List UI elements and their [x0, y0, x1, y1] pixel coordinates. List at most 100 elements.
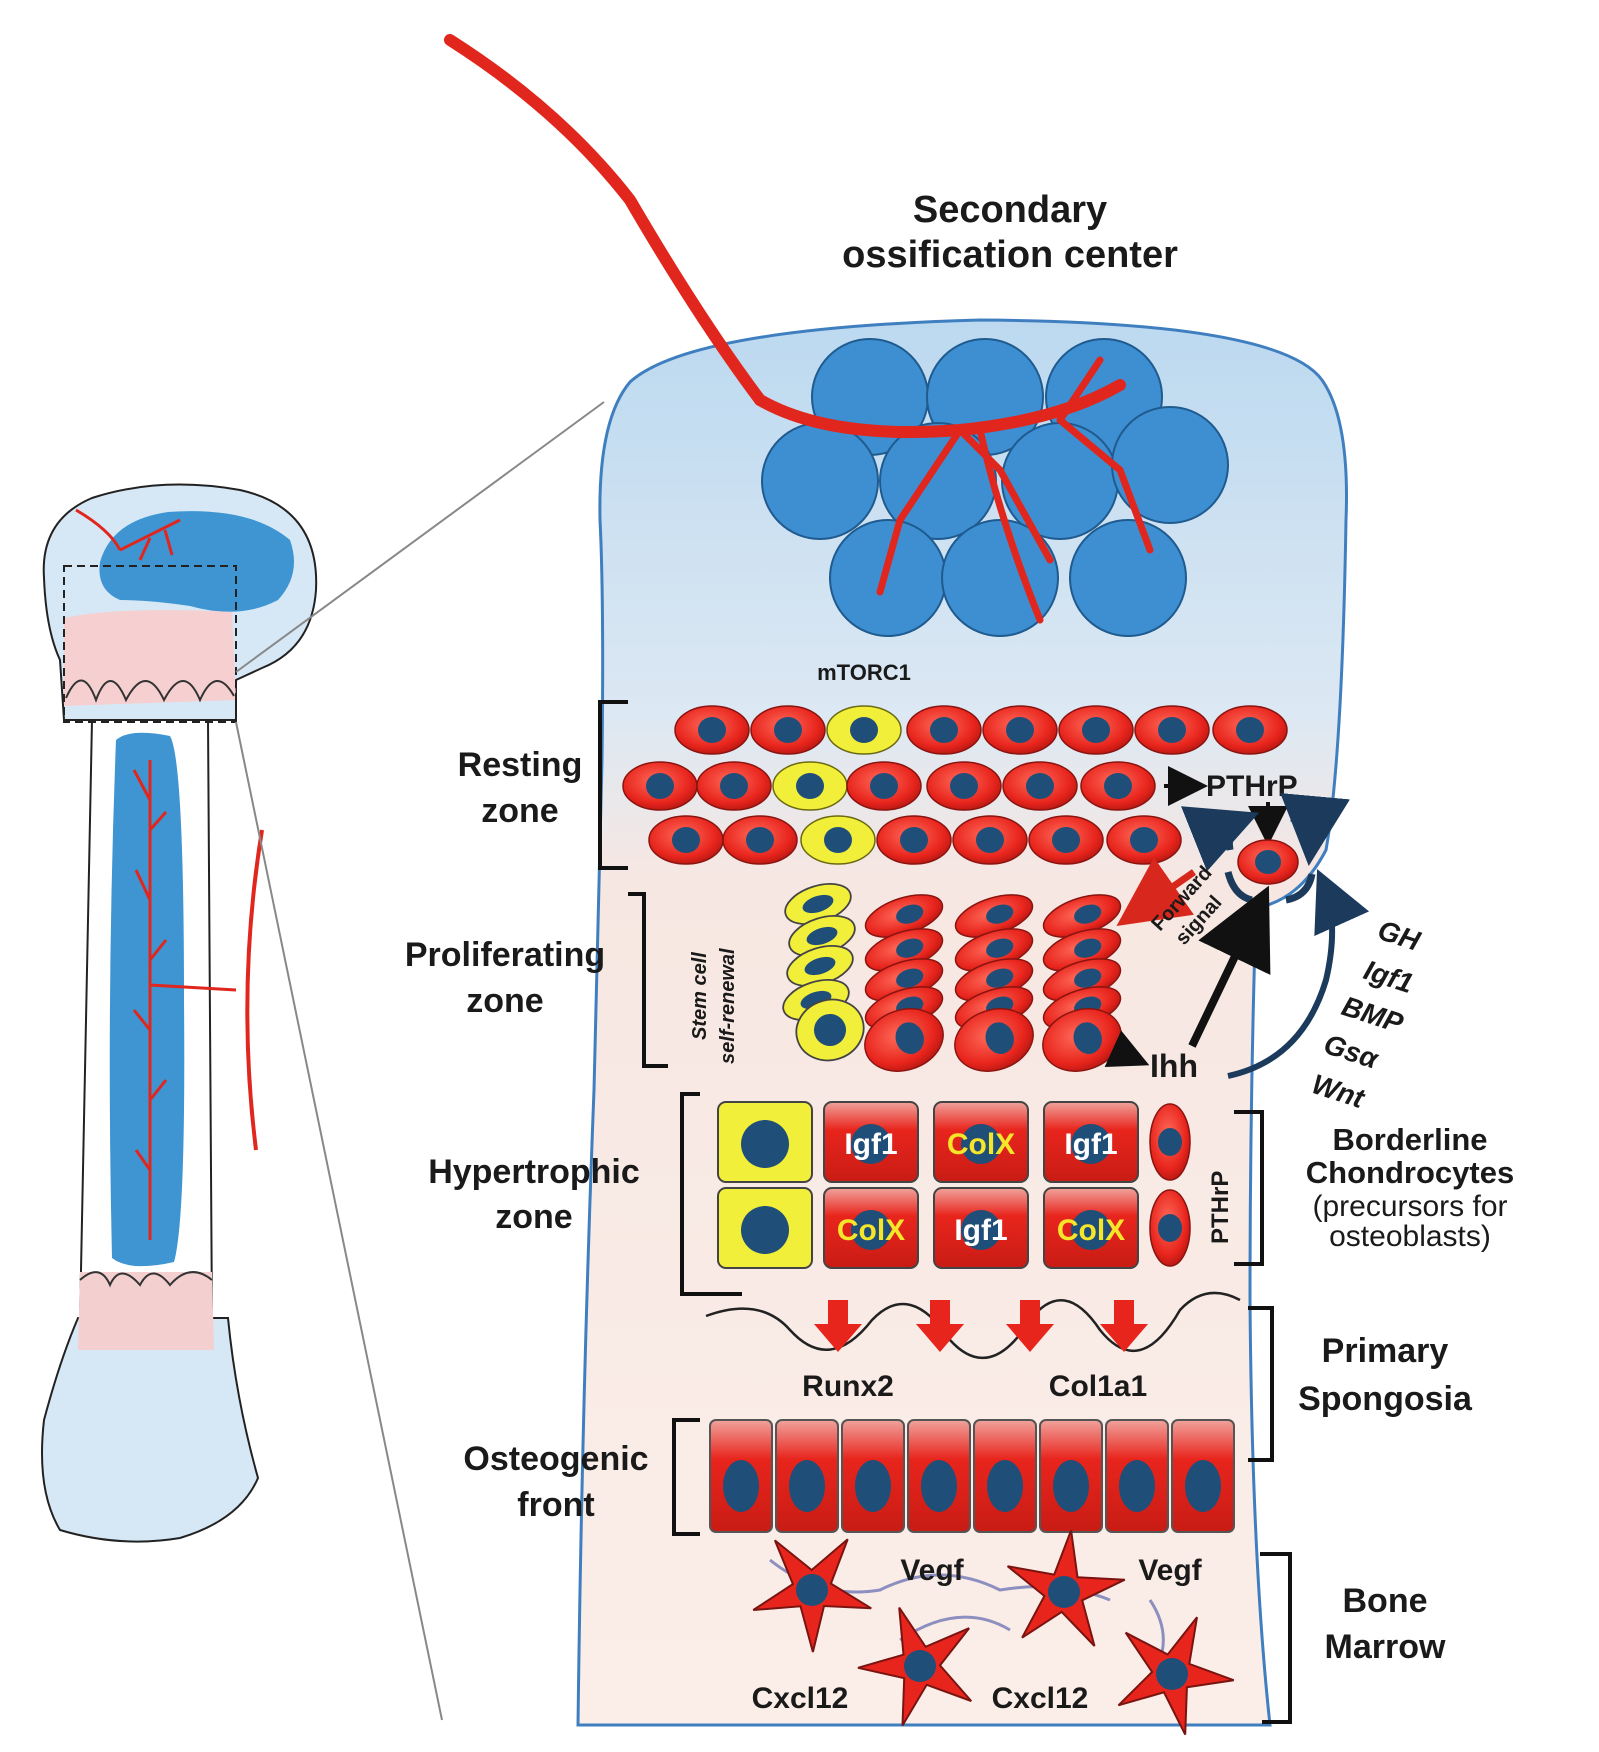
differentiation-arrows [814, 1300, 1148, 1352]
mtorc1-stem-cell [772, 761, 848, 811]
proliferating-zone-label-1: Proliferating [405, 936, 605, 974]
hypertrophic-stem-cell [717, 1101, 813, 1183]
cxcl12-abundant-reticular-cell [857, 1607, 972, 1727]
hypertrophic-zone-label-1: Hypertrophic [428, 1153, 640, 1191]
factor-bmp: BMP [1338, 990, 1407, 1039]
cxcl12-abundant-reticular-cell [1117, 1616, 1235, 1736]
bone-marrow-label-1: Bone [1343, 1582, 1428, 1620]
osteoblast [907, 1419, 971, 1533]
hypertrophic-marker-label: Igf1 [844, 1128, 897, 1161]
resting-chondrocyte [722, 815, 798, 865]
nutrient-artery [245, 829, 264, 1151]
inset-box [63, 565, 237, 723]
proliferating-chondrocyte [954, 894, 1034, 938]
resting-chondrocyte [982, 705, 1058, 755]
self-renewing-stem-cell [795, 998, 865, 1062]
mtorc1-stem-cell [800, 815, 876, 865]
cxcl12-label-1: Cxcl12 [752, 1682, 849, 1715]
hypertrophic-chondrocyte: Igf1 [1043, 1101, 1139, 1183]
secondary-ossification-small [99, 511, 294, 612]
resting-chondrocyte [1080, 761, 1156, 811]
ihh-to-pthrp-arrow [1188, 885, 1271, 1048]
osteoblast [1105, 1419, 1169, 1533]
hypertrophic-zone-label-2: zone [495, 1198, 572, 1236]
osteogenic-front-cells [709, 1419, 1235, 1533]
osteoblast [709, 1419, 773, 1533]
growth-factor-list: GH Igf1 BMP Gsα Wnt [1308, 914, 1424, 1114]
resting-chondrocyte [696, 761, 772, 811]
artery [444, 34, 1154, 624]
hypertrophic-chondrocyte: ColX [823, 1187, 919, 1269]
proximal-plate-wave [65, 679, 235, 703]
proliferating-chondrocyte [954, 1008, 1034, 1072]
forward-signal-arrow [1116, 857, 1197, 927]
resting-chondrocyte [1106, 815, 1182, 865]
bone-marrow-cells [752, 1530, 1235, 1736]
borderline-chondrocyte [1149, 1189, 1191, 1267]
stem-cell-label-1: Stem cell [689, 952, 711, 1040]
vegf-label-1: Vegf [900, 1554, 964, 1587]
col1a1-label: Col1a1 [1049, 1370, 1147, 1403]
osteoblast [841, 1419, 905, 1533]
feedback-loop-arc-left [1181, 806, 1259, 872]
resting-chondrocyte [926, 761, 1002, 811]
resting-zone-label-2: zone [481, 792, 558, 830]
distal-plate-wave [79, 1271, 213, 1288]
resting-chondrocyte [846, 761, 922, 811]
runx2-label: Runx2 [802, 1370, 894, 1403]
proliferating-zone-label-2: zone [466, 982, 543, 1020]
distal-growth-plate [78, 1272, 214, 1350]
hypertrophic-marker-label: ColX [837, 1214, 905, 1247]
factor-gsa: Gsα [1320, 1028, 1383, 1075]
resting-zone-cells [622, 705, 1288, 865]
vegf-label-2: Vegf [1138, 1554, 1202, 1587]
borderline-label-4: osteoblasts) [1329, 1220, 1491, 1253]
resting-chondrocyte [1134, 705, 1210, 755]
osteoblast [775, 1419, 839, 1533]
mtorc1-label: mTORC1 [817, 660, 911, 685]
ihh-feedback-arc [1227, 869, 1370, 1079]
hypertrophic-chondrocyte: Igf1 [823, 1101, 919, 1183]
factor-igf1: Igf1 [1360, 954, 1417, 999]
hypertrophic-marker-label: Igf1 [954, 1214, 1007, 1247]
cxcl12-abundant-reticular-cell [752, 1538, 872, 1653]
borderline-label-3: (precursors for [1312, 1190, 1507, 1223]
mtorc1-stem-cell [826, 705, 902, 755]
bone-marrow-cavity [109, 732, 185, 1267]
proliferating-chondrocyte [864, 894, 944, 938]
pthrp-vertical-label: PTHrP [1207, 1171, 1234, 1244]
resting-chondrocyte [1002, 761, 1078, 811]
primary-spongiosa-label-2: Spongosia [1298, 1380, 1473, 1418]
stem-cell-label-2: self-renewal [717, 948, 739, 1064]
resting-chondrocyte [876, 815, 952, 865]
hypertrophic-marker-label: ColX [947, 1128, 1015, 1161]
resting-chondrocyte [622, 761, 698, 811]
proliferating-chondrocyte [864, 1008, 944, 1072]
pthrp-feedback-cell [1237, 839, 1299, 885]
zoom-line-top [235, 401, 605, 673]
feedback-loop-arc-bottom-right [1285, 873, 1316, 904]
bone-marrow-label-2: Marrow [1325, 1628, 1446, 1666]
resting-chondrocyte [952, 815, 1028, 865]
proximal-growth-plate [64, 610, 236, 706]
primary-spongiosa-label-1: Primary [1322, 1332, 1449, 1370]
resting-chondrocyte [1212, 705, 1288, 755]
borderline-label-1: Borderline [1332, 1122, 1487, 1157]
femur-illustration [41, 401, 605, 1721]
title-line2: ossification center [842, 234, 1178, 276]
proliferating-chondrocyte [1042, 1008, 1122, 1072]
cxcl12-label-2: Cxcl12 [992, 1682, 1089, 1715]
zone-brackets-right [1234, 1110, 1292, 1724]
hypertrophic-marker-label: ColX [1057, 1214, 1125, 1247]
factor-wnt: Wnt [1308, 1068, 1369, 1114]
proliferating-zone-cells [782, 883, 1122, 1072]
hypertrophic-marker-label: Igf1 [1064, 1128, 1117, 1161]
borderline-chondrocyte [1149, 1103, 1191, 1181]
distal-epiphysis [41, 1317, 260, 1543]
osteoblast [1171, 1419, 1235, 1533]
resting-chondrocyte [648, 815, 724, 865]
factor-gh: GH [1374, 914, 1424, 957]
spongiosa-wave [705, 1291, 1241, 1359]
